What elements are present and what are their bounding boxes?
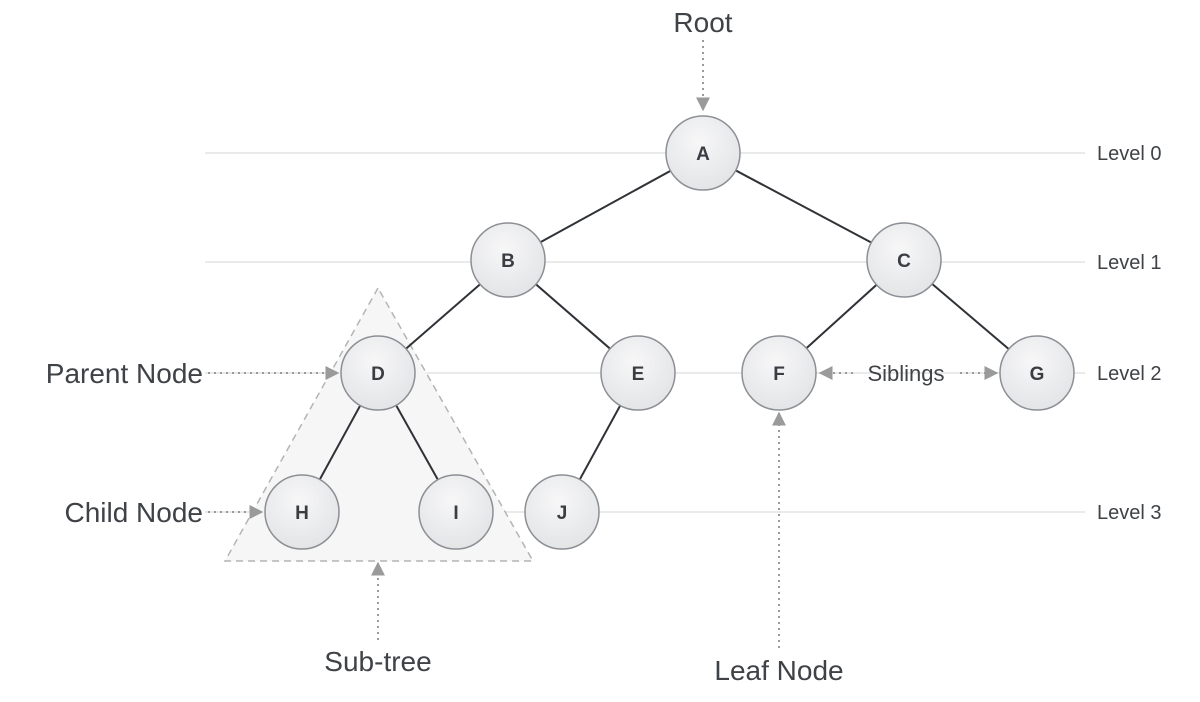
node-D-label: D xyxy=(371,364,385,385)
parent-node-label: Parent Node xyxy=(46,358,203,389)
node-G: G xyxy=(999,335,1075,411)
root-label: Root xyxy=(673,7,732,38)
node-E-label: E xyxy=(632,364,645,385)
annotation-arrows xyxy=(208,40,999,648)
siblings-label: Siblings xyxy=(867,361,944,386)
node-A-circle xyxy=(665,115,741,191)
node-E: E xyxy=(600,335,676,411)
level-3-label: Level 3 xyxy=(1097,502,1162,524)
level-0-label: Level 0 xyxy=(1097,143,1162,165)
node-D-circle xyxy=(340,335,416,411)
node-F: F xyxy=(741,335,817,411)
node-H-circle xyxy=(264,474,340,550)
node-A-label: A xyxy=(696,144,710,165)
edge-A-C xyxy=(702,152,905,261)
node-F-circle xyxy=(741,335,817,411)
leaf-node-label: Leaf Node xyxy=(714,655,843,686)
child-node-label: Child Node xyxy=(64,497,203,528)
node-I-label: I xyxy=(453,503,458,524)
level-1-label: Level 1 xyxy=(1097,252,1162,274)
node-C-circle xyxy=(866,222,942,298)
node-F-label: F xyxy=(773,364,785,385)
node-A: A xyxy=(665,115,741,191)
node-H-label: H xyxy=(295,503,309,524)
node-B-label: B xyxy=(501,251,515,272)
level-2-label: Level 2 xyxy=(1097,363,1162,385)
node-I-circle xyxy=(418,474,494,550)
sub-tree-label: Sub-tree xyxy=(324,646,431,677)
node-C: C xyxy=(866,222,942,298)
node-D: D xyxy=(340,335,416,411)
node-J-label: J xyxy=(557,503,568,524)
node-I: I xyxy=(418,474,494,550)
node-G-label: G xyxy=(1030,364,1045,385)
node-B-circle xyxy=(470,222,546,298)
node-G-circle xyxy=(999,335,1075,411)
node-J-circle xyxy=(524,474,600,550)
node-B: B xyxy=(470,222,546,298)
node-J: J xyxy=(524,474,600,550)
node-C-label: C xyxy=(897,251,911,272)
node-E-circle xyxy=(600,335,676,411)
node-H: H xyxy=(264,474,340,550)
